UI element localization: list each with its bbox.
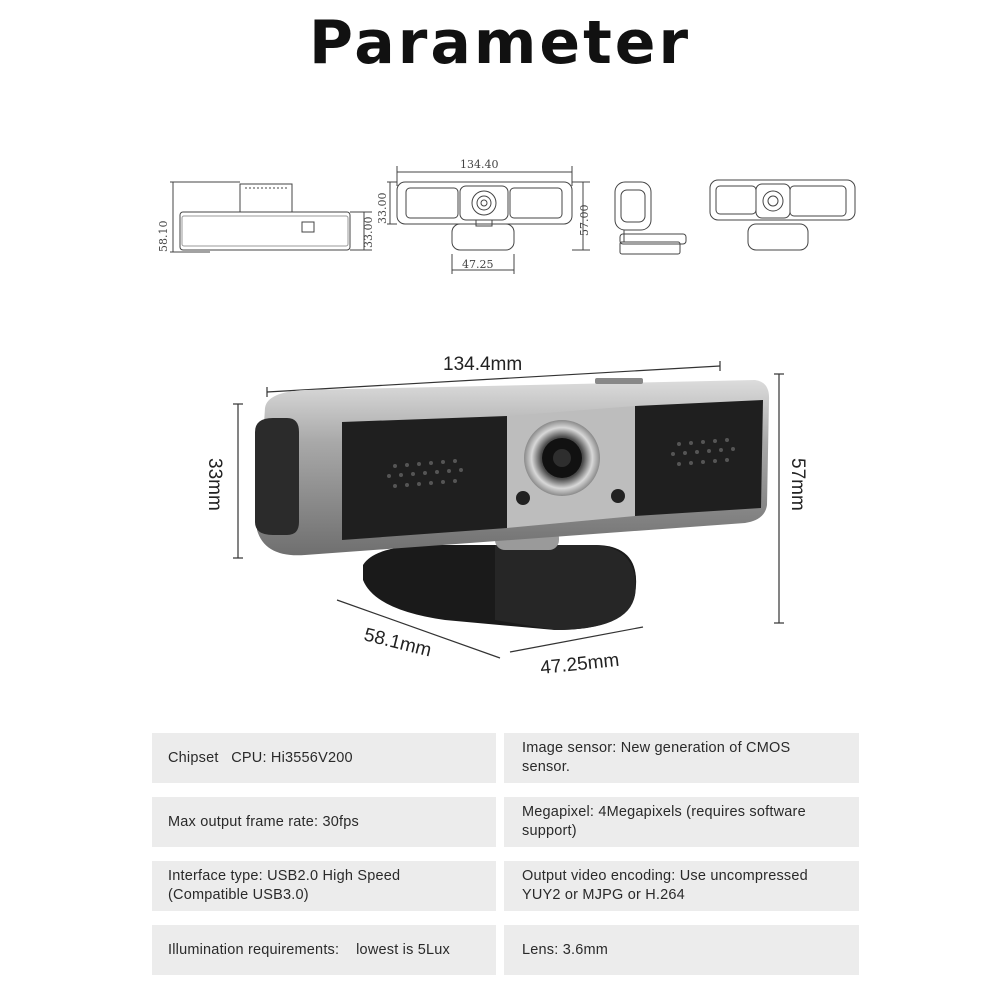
front-view-drawing <box>387 166 590 274</box>
webcam-body <box>255 378 770 556</box>
side-view-drawing <box>170 181 372 253</box>
dim-base-width-label: 47.25mm <box>539 650 620 679</box>
dim-body-height-label: 33mm <box>204 458 225 511</box>
spec-table: Chipset CPU: Hi3556V200 Image sensor: Ne… <box>152 733 859 975</box>
dim-width-label: 134.4mm <box>443 354 522 375</box>
spec-megapixel: Megapixel: 4Megapixels (requires softwar… <box>504 797 859 847</box>
schematic-front-total-height: 57.00 <box>578 205 591 237</box>
spec-lens: Lens: 3.6mm <box>504 925 859 975</box>
schematic-side-height: 58.10 <box>157 221 170 253</box>
schematic-front-height: 33.00 <box>376 193 389 225</box>
page-title: Parameter <box>308 8 692 78</box>
webcam-dimension-figure: 134.4mm 33mm 57mm 58.1mm 47.25mm <box>204 354 808 679</box>
perspective-drawing <box>709 179 856 251</box>
schematic-drawings: 58.10 33.00 134.40 33.00 57.00 47.25 <box>157 158 856 274</box>
spec-video-encoding: Output video encoding: Use uncompressed … <box>504 861 859 911</box>
schematic-side-depth: 33.00 <box>362 217 375 249</box>
spec-illumination: Illumination requirements: lowest is 5Lu… <box>152 925 496 975</box>
spec-frame-rate: Max output frame rate: 30fps <box>152 797 496 847</box>
spec-chipset: Chipset CPU: Hi3556V200 <box>152 733 496 783</box>
spec-image-sensor: Image sensor: New generation of CMOS sen… <box>504 733 859 783</box>
schematic-front-width: 134.40 <box>460 158 499 171</box>
dim-total-height-label: 57mm <box>787 458 808 511</box>
schematic-base-width: 47.25 <box>462 258 494 271</box>
spec-interface: Interface type: USB2.0 High Speed (Compa… <box>152 861 496 911</box>
side-profile-drawing <box>614 181 687 255</box>
